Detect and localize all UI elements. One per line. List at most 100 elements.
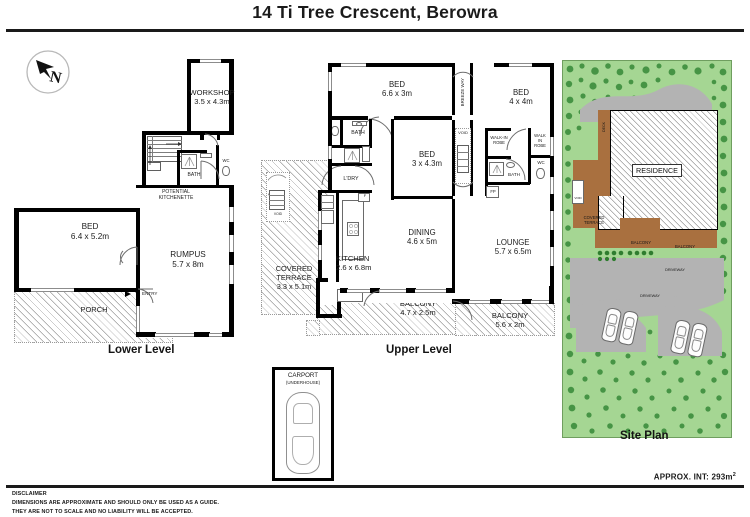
entry-arrow-icon [125,291,131,297]
sliding-door [347,289,371,293]
wall [550,266,554,286]
wall [14,208,140,212]
wall [328,63,332,73]
disclaimer-line-1: DIMENSIONS ARE APPROXIMATE AND SHOULD ON… [12,499,220,506]
site-void-label: VOID [574,196,582,200]
wall [470,120,473,196]
upper-wc-label: WC [537,160,545,165]
wall [446,288,455,293]
wall [391,119,394,151]
wall [14,288,32,292]
wall [229,222,234,236]
wall [337,290,341,318]
upper-bed-1-label: BED 6.6 x 3m [382,80,412,99]
wall [194,332,210,337]
window [328,146,332,160]
carport-car-icon [286,392,320,474]
walk-in-robe-1-label: WALK-IN ROBE [490,135,508,146]
north-arrow-icon: N [24,48,72,96]
wall [391,148,394,200]
sliding-door [415,289,447,293]
wall [316,278,328,282]
door-arc-icon [363,290,381,307]
window [318,245,322,261]
wall [340,119,343,147]
door-arc-icon [506,128,527,151]
wall [316,314,342,318]
door-swing-icon [120,248,138,266]
wall [200,131,204,140]
stair-landing [147,162,161,171]
toilet-fixture [222,166,230,176]
walk-in-robe-2-label: WALK IN ROBE [534,133,546,149]
lower-bed-label: BED 6.4 x 5.2m [70,222,110,241]
balcony-2-label: BALCONY 5.6 x 2m [491,311,529,330]
porch-label: PORCH [80,305,108,314]
potential-kitchenette-label: POTENTIAL KITCHENETTE [158,189,194,201]
sliding-door [379,289,407,293]
wall [136,292,140,306]
window [328,72,332,92]
wall [452,63,455,115]
entry-door-icon [137,288,154,304]
wall [142,131,234,135]
wall [328,63,342,67]
wall [74,288,140,292]
site-planter-icon [597,250,654,262]
sliding-door [531,300,551,304]
window [229,207,234,223]
wall [328,91,332,117]
page-title: 14 Ti Tree Crescent, Berowra [252,2,498,22]
wall [336,190,372,193]
site-balcony-inset [620,218,660,236]
wall [217,131,220,140]
upper-bed-3-label: BED 3 x 4.3m [412,150,442,169]
rumpus-room [140,186,233,338]
door-arc-icon [119,246,138,266]
shower-fixture [489,162,504,176]
burner-icon [349,224,358,234]
fridge-fixture [358,193,370,202]
carport-sublabel: (UNDERHOUSE) [285,380,321,385]
entry-label: ENTRY [142,291,158,296]
wall [229,284,234,337]
wall [406,288,416,293]
window [229,265,234,285]
wall [177,150,207,153]
site-balcony-label-2: BALCONY [674,244,695,249]
wall [229,59,234,133]
wall [470,63,473,115]
window [209,333,223,337]
shower-icon [184,156,195,167]
cooktop-fixture [347,222,359,236]
site-driveway-label-2: DRIVEWAY [640,294,660,298]
window [341,63,367,67]
window [155,333,195,337]
wall [549,286,554,304]
wall [221,59,234,63]
wall [328,145,372,148]
laundry-label: L'DRY [343,176,359,182]
residence-label: RESIDENCE [632,164,682,177]
wall [394,116,452,120]
workshop-room [189,60,234,132]
wall [316,278,320,318]
wall [177,150,180,186]
site-void-box [572,180,584,204]
wall [522,299,532,304]
wall [485,128,488,196]
wall [187,59,201,63]
wall [136,208,140,292]
shower-icon [492,164,502,174]
wall [318,230,322,246]
wall [229,252,234,266]
wall [318,190,322,212]
workshop-label: WORKSHOP 3.5 x 4.3m [189,88,235,107]
shower-icon [347,150,358,161]
door-arc-icon [452,300,473,321]
basin-fixture [506,162,515,168]
window [550,247,554,267]
wall [229,186,234,208]
window [509,63,533,67]
window [550,211,554,231]
